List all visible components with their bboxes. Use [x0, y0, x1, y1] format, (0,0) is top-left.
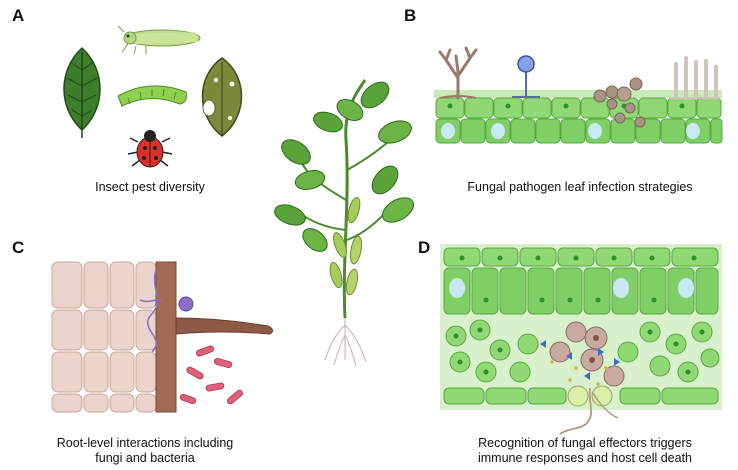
- panel-d-caption: Recognition of fungal effectors triggers…: [440, 436, 730, 466]
- panel-c-letter: C: [12, 238, 25, 257]
- panel-c-illustration: [51, 261, 274, 413]
- root-cells: [51, 261, 177, 413]
- d-mesophyll-cells: [445, 319, 720, 383]
- d-epidermis-cells: [443, 247, 719, 315]
- damaged-leaf-icon: [201, 57, 243, 137]
- panel-c-caption: Root-level interactions including fungi …: [20, 436, 270, 466]
- ladybug-icon: [127, 130, 173, 168]
- panel-c-caption-line1: Root-level interactions including: [56, 436, 234, 450]
- panel-a-illustration: [63, 25, 243, 168]
- panel-b-illustration: [434, 46, 723, 144]
- spore-cluster-icon: [593, 77, 646, 128]
- invading-hypha-icon: [559, 387, 593, 435]
- panel-b-letter: B: [404, 6, 417, 25]
- fungal-hypha-icon: [139, 269, 274, 353]
- caterpillar-icon: [117, 85, 187, 107]
- leaf-epidermis-cells: [435, 97, 723, 144]
- d-lower-epidermis: [443, 385, 719, 407]
- branching-fungus-icon: [438, 46, 478, 100]
- sporangium-fungus-icon: [512, 55, 540, 98]
- leafhopper-icon: [117, 25, 201, 55]
- healthy-leaf-icon: [63, 46, 101, 138]
- panel-c-caption-line2: fungi and bacteria: [95, 451, 195, 465]
- soybean-plant-illustration: [274, 79, 415, 367]
- panel-b-caption: Fungal pathogen leaf infection strategie…: [467, 180, 693, 194]
- panel-d-letter: D: [418, 238, 431, 257]
- panel-d-illustration: [440, 244, 722, 435]
- bacteria-icon: [179, 345, 243, 405]
- panel-a-letter: A: [12, 6, 25, 25]
- conidia-chain-icon: [670, 56, 720, 100]
- panel-d-caption-line1: Recognition of fungal effectors triggers: [478, 436, 692, 450]
- panel-d-caption-line2: immune responses and host cell death: [477, 451, 692, 465]
- effector-receptor-icons: [540, 340, 620, 386]
- dying-host-cells: [549, 321, 625, 387]
- panel-a-caption: Insect pest diversity: [95, 180, 205, 194]
